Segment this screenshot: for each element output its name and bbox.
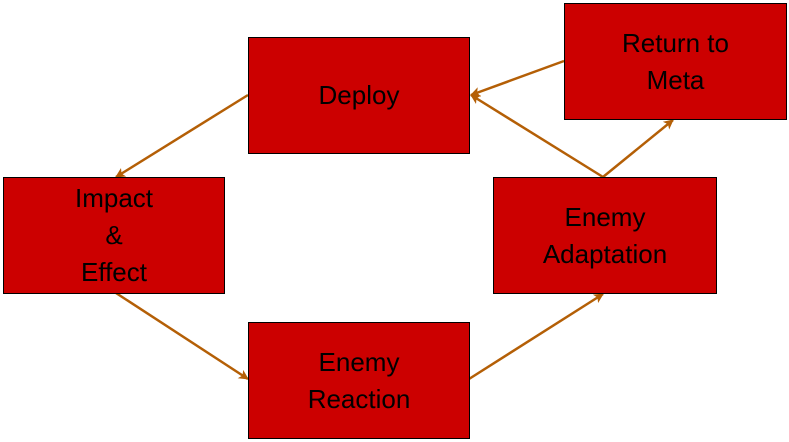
node-label: Effect xyxy=(80,257,147,287)
node-enemy-adaptation: Enemy Adaptation xyxy=(493,177,717,294)
node-label: Meta xyxy=(646,64,705,95)
node-return-to-meta: Return to Meta xyxy=(564,3,787,120)
arrow-return-to-deploy xyxy=(470,59,565,97)
node-label: Return to xyxy=(622,27,729,58)
node-label: Adaptation xyxy=(542,238,668,269)
node-deploy: Deploy xyxy=(248,37,470,154)
node-label: Enemy xyxy=(318,346,400,377)
arrow-adaptation-to-deploy xyxy=(470,93,604,179)
arrow-adaptation-to-return xyxy=(602,119,674,178)
node-label: Enemy xyxy=(564,201,646,232)
node-label: Deploy xyxy=(318,80,400,110)
node-impact-effect: Impact & Effect xyxy=(3,177,225,294)
node-label: & xyxy=(105,220,123,250)
node-label: Reaction xyxy=(307,383,411,414)
arrow-deploy-to-impact xyxy=(115,93,249,179)
node-enemy-reaction: Enemy Reaction xyxy=(248,322,470,439)
arrow-impact-to-reaction xyxy=(115,291,249,381)
arrow-reaction-to-adaptation xyxy=(468,292,604,381)
node-label: Impact xyxy=(74,183,154,213)
